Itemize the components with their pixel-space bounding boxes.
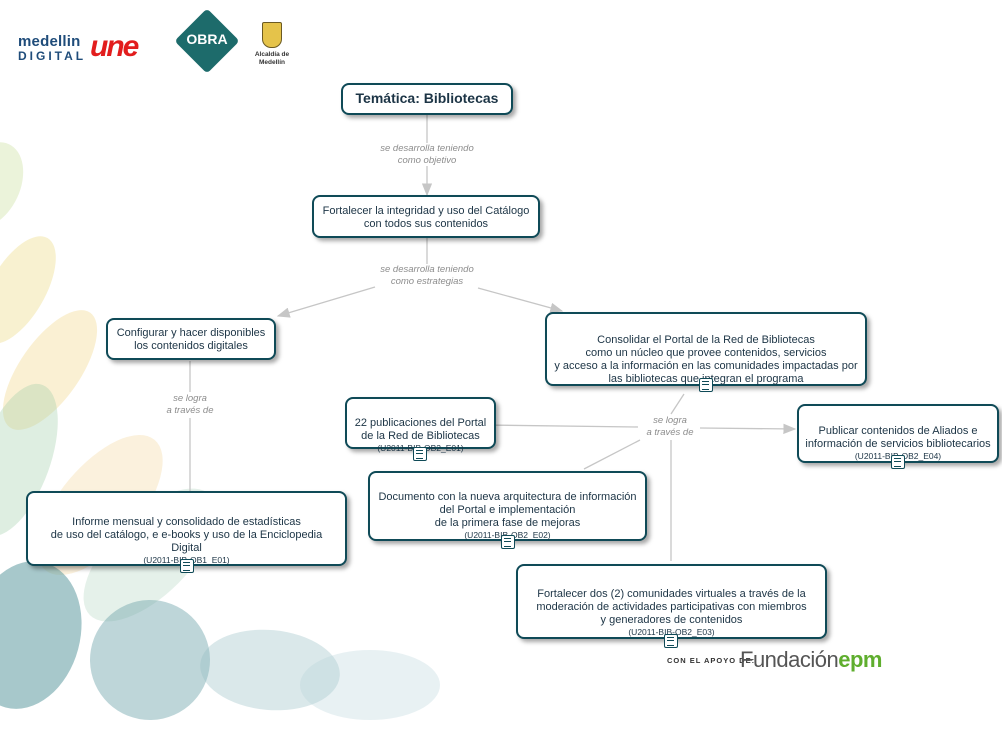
logo-digital-text: DIGITAL — [18, 49, 87, 63]
comunidades-code: (U2011-BIB-OB2_E03) — [628, 627, 715, 637]
fundacion-epm-logo: Fundaciónepm — [740, 647, 882, 673]
link-label-estrategias: se desarrolla teniendo como estrategias — [380, 264, 474, 287]
link-label-objetivo: se desarrolla teniendo como objetivo — [380, 143, 474, 166]
document-icon[interactable] — [413, 447, 427, 461]
fundacion-text: Fundación — [740, 647, 839, 672]
medellin-obra-logo: OBRA — [174, 8, 240, 74]
alcaldia-shield-icon — [262, 22, 282, 48]
link-label-documento — [583, 439, 641, 470]
informe-text: Informe mensual y consolidado de estadís… — [50, 516, 323, 554]
logo-medellin-text: medellin — [18, 33, 81, 50]
document-icon[interactable] — [664, 634, 678, 648]
concept-objective[interactable]: Fortalecer la integridad y uso del Catál… — [312, 195, 540, 238]
concept-comunidades[interactable]: Fortalecer dos (2) comunidades virtuales… — [516, 564, 827, 639]
link-label-logra-left: se logra a través de — [166, 393, 214, 416]
concept-documento[interactable]: Documento con la nueva arquitectura de i… — [368, 471, 647, 541]
aliados-text: Publicar contenidos de Aliados e informa… — [805, 425, 991, 450]
concept-publicaciones[interactable]: 22 publicaciones del Portal de la Red de… — [345, 397, 496, 453]
concept-informe[interactable]: Informe mensual y consolidado de estadís… — [26, 491, 347, 566]
alcaldia-name: Alcaldía de Medellín — [254, 51, 290, 66]
link-strategy-right-arrow — [477, 287, 564, 313]
concept-title[interactable]: Temática: Bibliotecas — [341, 83, 513, 115]
strategy-right-text: Consolidar el Portal de la Red de Biblio… — [554, 334, 858, 385]
concept-links — [189, 114, 797, 561]
document-icon[interactable] — [501, 535, 515, 549]
alcaldia-logo: Alcaldía de Medellín — [243, 22, 301, 67]
link-label-aliados — [699, 423, 797, 435]
comunidades-text: Fortalecer dos (2) comunidades virtuales… — [536, 588, 807, 626]
document-icon[interactable] — [699, 378, 713, 392]
link-strategy-left-arrow — [276, 286, 376, 318]
document-icon[interactable] — [891, 455, 905, 469]
concept-strategy-right[interactable]: Consolidar el Portal de la Red de Biblio… — [545, 312, 867, 386]
publicaciones-text: 22 publicaciones del Portal de la Red de… — [354, 417, 487, 442]
link-label-publicaciones — [482, 419, 639, 431]
medellin-digital-logo: medellin DIGITAL — [18, 33, 87, 63]
documento-text: Documento con la nueva arquitectura de i… — [378, 491, 637, 529]
link-right-to-label — [670, 393, 685, 415]
epm-text: epm — [838, 647, 882, 672]
link-label-logra-right: se logra a través de — [646, 415, 694, 438]
une-logo: une — [90, 30, 139, 63]
support-label: CON EL APOYO DE: — [667, 656, 756, 665]
document-icon[interactable] — [180, 559, 194, 573]
concept-strategy-left[interactable]: Configurar y hacer disponibles los conte… — [106, 318, 276, 360]
obra-logo-text: OBRA — [186, 31, 228, 47]
